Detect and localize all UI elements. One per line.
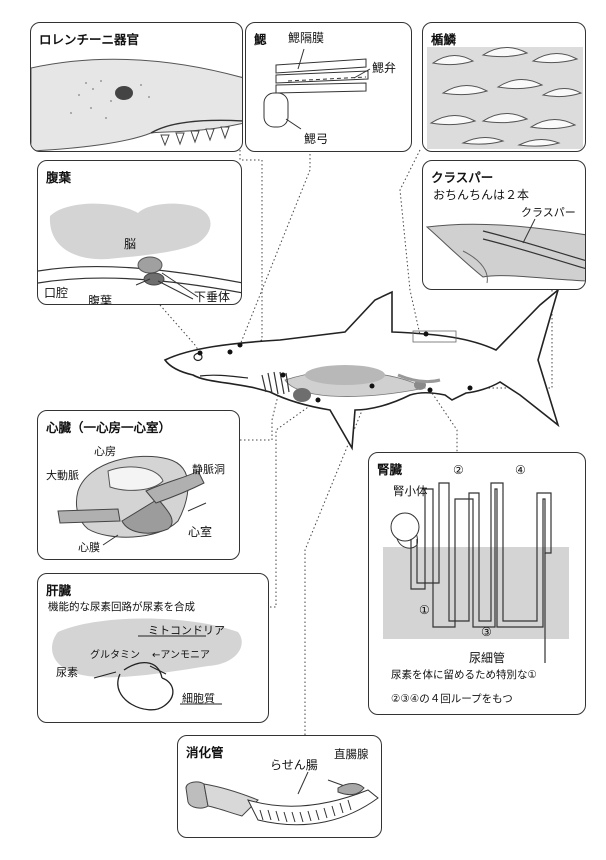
loop-2-label: ② bbox=[453, 463, 464, 477]
panel-kidney-title: 腎臓 bbox=[377, 462, 403, 477]
shark-head-illustration bbox=[31, 58, 242, 151]
mitochondria-label: ミトコンドリア bbox=[148, 624, 225, 637]
gill-septum-label: 鰓隔膜 bbox=[288, 31, 325, 45]
panel-kidney: 腎臓 腎小体 ② ④ ① ③ 尿細管 尿素を体に留めるため特別な① ②③④の４回… bbox=[368, 452, 586, 715]
connector-liver bbox=[270, 399, 319, 608]
heart-illustration bbox=[57, 455, 207, 546]
panel-heart-title: 心臓（一心房一心室） bbox=[46, 420, 172, 435]
sinus-venosus-label: 静脈洞 bbox=[192, 463, 225, 476]
urea-label: 尿素 bbox=[56, 666, 78, 679]
placoid-scales-illustration bbox=[427, 47, 583, 149]
ventricle-label: 心室 bbox=[188, 525, 213, 539]
panel-scales: 楯鱗 bbox=[422, 22, 586, 152]
panel-digestive-title: 消化管 bbox=[186, 745, 224, 760]
panel-scales-title: 楯鱗 bbox=[431, 32, 457, 47]
connector-heart bbox=[240, 374, 284, 441]
rectal-gland-label: 直腸腺 bbox=[334, 747, 369, 761]
panel-digestive: 消化管 らせん腸 直腸腺 bbox=[177, 735, 382, 838]
ammonia-label: ←アンモニア bbox=[152, 650, 210, 661]
pericardium-label: 心膜 bbox=[78, 541, 100, 554]
panel-clasper: クラスパー おちんちんは２本 クラスパー bbox=[422, 160, 586, 290]
renal-tubule-label: 尿細管 bbox=[469, 651, 506, 665]
connector-scales bbox=[399, 149, 421, 336]
connector-pituitary bbox=[159, 304, 201, 354]
shark-mouth bbox=[199, 374, 249, 379]
nephron-illustration bbox=[383, 482, 569, 663]
panel-lorenzini-title: ロレンチーニ器官 bbox=[39, 32, 140, 47]
loop-1-label: ① bbox=[419, 603, 430, 617]
kidney-note-1: 尿素を体に留めるため特別な① bbox=[391, 669, 537, 681]
spiral-intestine-label: らせん腸 bbox=[270, 758, 318, 772]
glutamine-label: グルタミン bbox=[90, 650, 140, 661]
gill-illustration bbox=[263, 48, 371, 130]
pituitary-illustration bbox=[38, 203, 241, 300]
aorta-label: 大動脈 bbox=[46, 469, 79, 482]
panel-clasper-title: クラスパー bbox=[431, 170, 494, 185]
atrium-label: 心房 bbox=[94, 445, 116, 458]
loop-3-label: ③ bbox=[481, 625, 492, 639]
renal-corpuscle-label: 腎小体 bbox=[393, 484, 428, 498]
connector-dots bbox=[197, 331, 473, 403]
connector-digestive bbox=[304, 385, 373, 735]
connector-clasper bbox=[470, 290, 553, 389]
kidney-note-2: ②③④の４回ループをもつ bbox=[391, 693, 513, 705]
hypophysis-label: 下垂体 bbox=[194, 290, 231, 304]
scale-sample-box bbox=[412, 330, 457, 343]
panel-gill-title: 鰓 bbox=[254, 32, 267, 47]
gill-valve-label: 鰓弁 bbox=[372, 61, 397, 75]
urea-cycle-illustration bbox=[52, 618, 242, 711]
mouth-cavity-label: 口腔 bbox=[44, 286, 69, 300]
gill-arch-label: 鰓弓 bbox=[304, 132, 329, 146]
connector-gill bbox=[239, 150, 311, 346]
panel-pituitary-title: 腹葉 bbox=[46, 170, 72, 185]
clasper-label: クラスパー bbox=[521, 206, 576, 219]
shark-kidney-shape bbox=[397, 373, 441, 384]
panel-heart: 心臓（一心房一心室） 心房 大動脈 静脈洞 心室 心膜 bbox=[37, 410, 240, 560]
shark-head-eye bbox=[115, 86, 133, 100]
digestive-illustration bbox=[185, 771, 379, 826]
shark-liver-shape bbox=[305, 365, 385, 385]
ventral-lobe-label: 腹葉 bbox=[88, 294, 113, 305]
panel-gill: 鰓 鰓隔膜 鰓弁 鰓弓 bbox=[245, 22, 412, 152]
loop-4-label: ④ bbox=[515, 463, 526, 477]
liver-description: 機能的な尿素回路が尿素を合成 bbox=[48, 601, 195, 613]
connector-kidney bbox=[429, 389, 458, 452]
panel-pituitary: 腹葉 脳 口腔 腹葉 下垂体 bbox=[37, 160, 242, 305]
panel-lorenzini: ロレンチーニ器官 bbox=[30, 22, 243, 152]
brain-label: 脳 bbox=[124, 237, 137, 251]
clasper-subtitle: おちんちんは２本 bbox=[433, 188, 530, 202]
clasper-illustration bbox=[425, 218, 585, 284]
panel-liver-title: 肝臓 bbox=[46, 583, 72, 598]
cytoplasm-label: 細胞質 bbox=[182, 692, 215, 705]
connector-lorenzini bbox=[229, 150, 263, 353]
panel-liver: 肝臓 機能的な尿素回路が尿素を合成 ミトコンドリア グルタミン ←アンモニア 尿… bbox=[37, 573, 269, 723]
shark-heart-shape bbox=[293, 388, 311, 402]
